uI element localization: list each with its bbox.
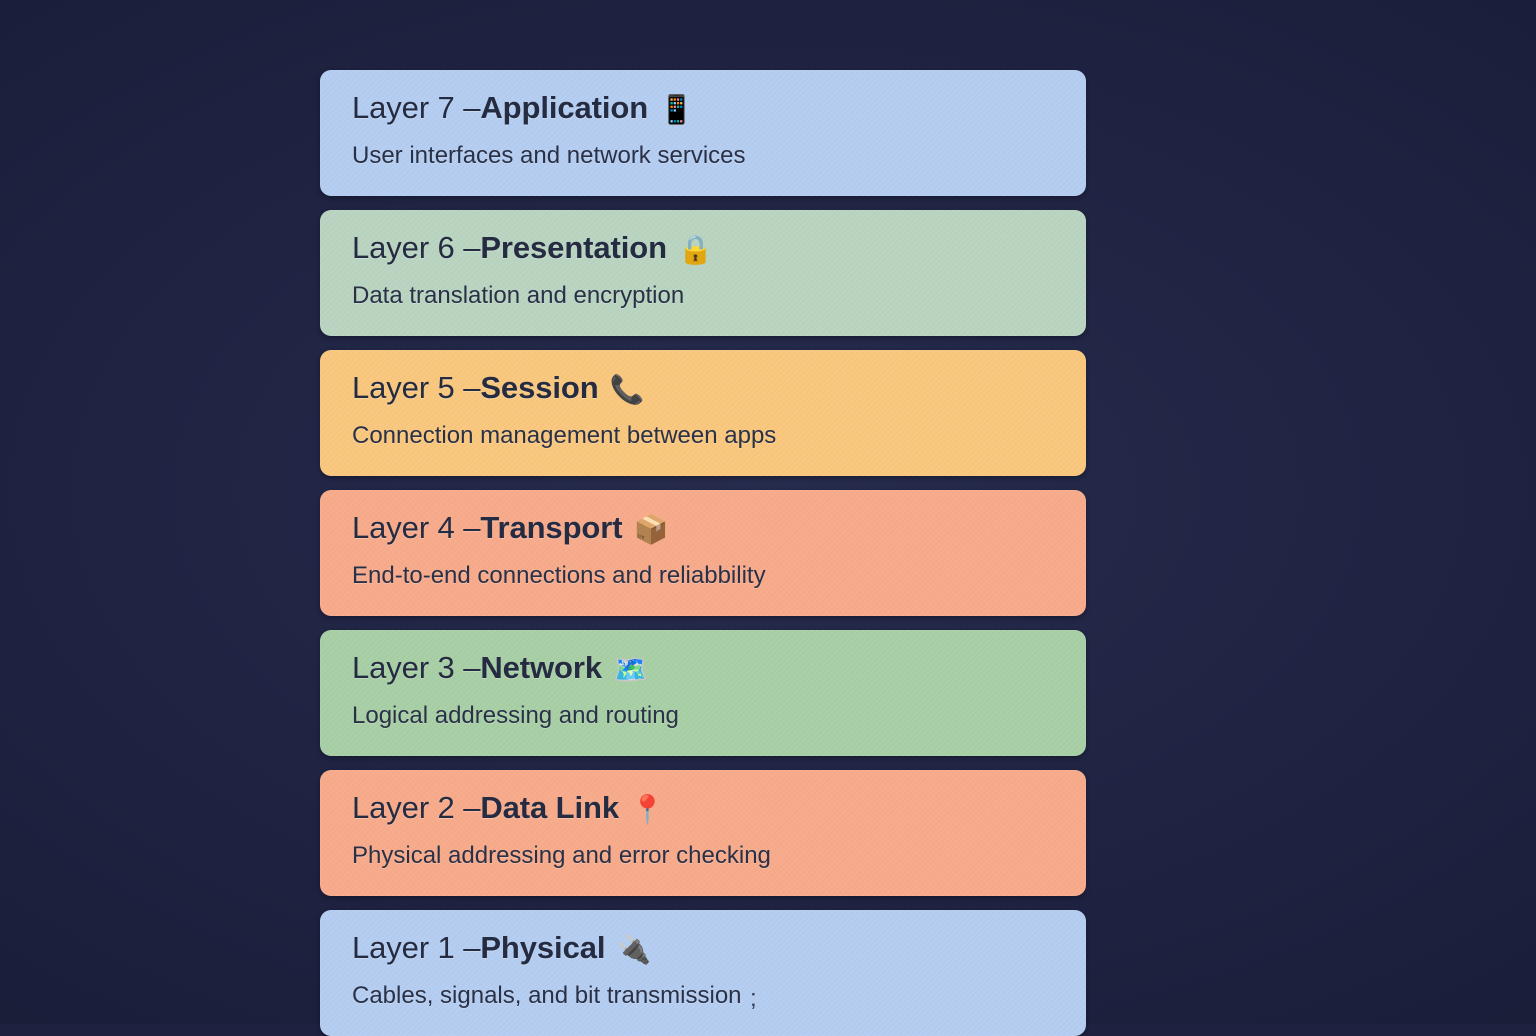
layer-number-label: Layer 3 – xyxy=(352,650,481,685)
layer-description: Cables, signals, and bit transmission xyxy=(352,981,742,1009)
layer-description: Physical addressing and error checking xyxy=(352,841,771,869)
layer-number-label: Layer 2 – xyxy=(352,790,481,825)
layer-description: End-to-end connections and reliabbility xyxy=(352,561,766,589)
lock-icon: 🔒 xyxy=(677,234,713,265)
layer-description: Connection management between apps xyxy=(352,421,777,449)
layer-number-label: Layer 5 – xyxy=(352,370,481,405)
layer-title: Layer 5 – Session 📞 xyxy=(352,370,1054,407)
layer-card-session[interactable]: Layer 5 – Session 📞 Connection management… xyxy=(320,350,1086,476)
layer-name-label: Physical xyxy=(480,930,606,965)
osi-layer-stack: Layer 7 – Application 📱 User interfaces a… xyxy=(320,70,1086,1036)
layer-title: Layer 4 – Transport 📦 xyxy=(352,510,1054,547)
layer-title: Layer 1 – Physical 🔌 xyxy=(352,930,1054,967)
mobile-phone-icon: 📱 xyxy=(659,94,694,125)
layer-card-application[interactable]: Layer 7 – Application 📱 User interfaces a… xyxy=(320,70,1086,196)
world-map-icon: 🗺️ xyxy=(612,654,648,685)
telephone-receiver-icon: 📞 xyxy=(609,374,645,405)
layer-name-label: Network xyxy=(480,650,602,685)
layer-name-label: Transport xyxy=(480,510,623,545)
layer-description-wrapper: Cables, signals, and bit transmission ; xyxy=(352,981,1054,1012)
layer-card-presentation[interactable]: Layer 6 – Presentation 🔒 Data translation… xyxy=(320,210,1086,336)
layer-number-label: Layer 1 – xyxy=(352,930,481,965)
layer-description: User interfaces and network services xyxy=(352,141,746,169)
layer-card-transport[interactable]: Layer 4 – Transport 📦 End-to-end connecti… xyxy=(320,490,1086,616)
layer-number-label: Layer 7 – xyxy=(352,90,481,125)
layer-number-label: Layer 6 – xyxy=(352,230,481,265)
layer-title: Layer 3 – Network 🗺️ xyxy=(352,650,1054,687)
layer-name-label: Session xyxy=(480,370,599,405)
layer-description: Logical addressing and routing xyxy=(352,701,679,729)
layer-card-data-link[interactable]: Layer 2 – Data Link 📍 Physical addressing… xyxy=(320,770,1086,896)
layer-title: Layer 2 – Data Link 📍 xyxy=(352,790,1054,827)
layer-number-label: Layer 4 – xyxy=(352,510,481,545)
layer-card-network[interactable]: Layer 3 – Network 🗺️ Logical addressing a… xyxy=(320,630,1086,756)
layer-name-label: Presentation xyxy=(480,230,667,265)
layer-description: Data translation and encryption xyxy=(352,281,685,309)
layer-name-label: Data Link xyxy=(480,790,619,825)
layer-name-label: Application xyxy=(480,90,649,125)
electric-plug-icon: 🔌 xyxy=(616,934,652,965)
render-artifact-glyph: ; xyxy=(750,984,757,1012)
round-pushpin-icon: 📍 xyxy=(630,794,665,825)
layer-card-physical[interactable]: Layer 1 – Physical 🔌 Cables, signals, and… xyxy=(320,910,1086,1036)
layer-title: Layer 6 – Presentation 🔒 xyxy=(352,230,1054,267)
package-box-icon: 📦 xyxy=(633,514,669,545)
layer-title: Layer 7 – Application 📱 xyxy=(352,90,1054,127)
